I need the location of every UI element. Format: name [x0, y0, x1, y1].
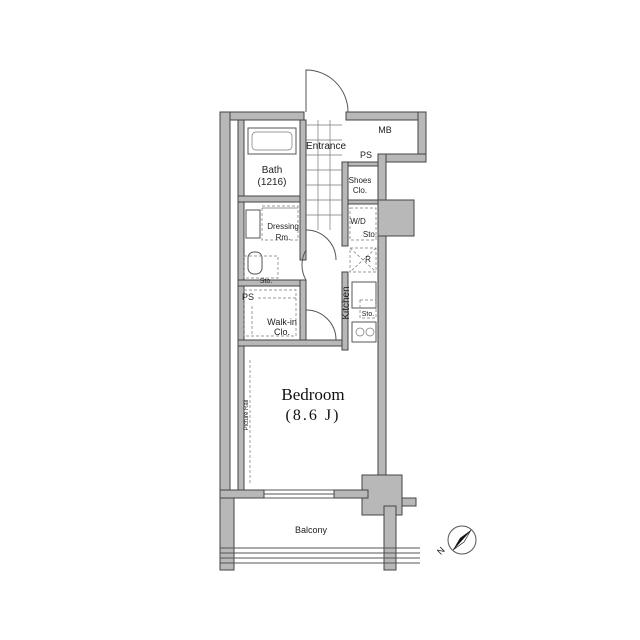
walk-in-closet — [243, 289, 297, 337]
wd-label: W/D — [350, 217, 366, 226]
outer-walls — [219, 111, 427, 571]
bedroom-label: Bedroom — [281, 385, 344, 404]
compass-icon — [447, 525, 477, 555]
fridge-space — [349, 247, 377, 273]
balcony-label: Balcony — [295, 525, 328, 535]
picture-rail-label: Picture Rail — [244, 400, 250, 431]
bath-label: Bath — [262, 165, 283, 176]
kitchen-label: Kitchen — [341, 286, 352, 319]
sto-label-1: Sto. — [363, 230, 377, 239]
ps-left-label: PS — [242, 292, 254, 302]
sto-label-3: Sto. — [362, 311, 375, 318]
fridge-label: R — [365, 255, 371, 264]
walkin-label-2: Clo. — [274, 327, 290, 337]
mb-label: MB — [378, 125, 392, 135]
entry-door — [305, 69, 349, 113]
bedroom-size-label: (8.6 J) — [286, 407, 341, 424]
shoes-label-1: Shoes — [349, 176, 372, 185]
toilet — [247, 251, 263, 275]
shoes-label-2: Clo. — [353, 186, 367, 195]
ps-top-label: PS — [360, 150, 372, 160]
dressing-label-1: Dressing — [267, 222, 299, 231]
north-label: N — [435, 545, 447, 557]
inner-door — [305, 229, 337, 261]
washer-space — [349, 207, 377, 241]
entrance-floor-pattern — [306, 120, 342, 230]
dressing-label-2: Rm. — [276, 233, 291, 242]
bedroom-window — [264, 489, 334, 499]
walkin-label-1: Walk-in — [267, 317, 297, 327]
entrance-label: Entrance — [306, 141, 346, 152]
balcony-railing — [220, 547, 420, 564]
washbasin — [245, 209, 261, 239]
bath-size-label: (1216) — [258, 177, 287, 188]
bathtub — [247, 127, 297, 155]
closet-door — [305, 309, 337, 341]
stove — [351, 321, 377, 343]
sto-label-2: Sto. — [260, 278, 273, 285]
sink — [351, 281, 377, 309]
